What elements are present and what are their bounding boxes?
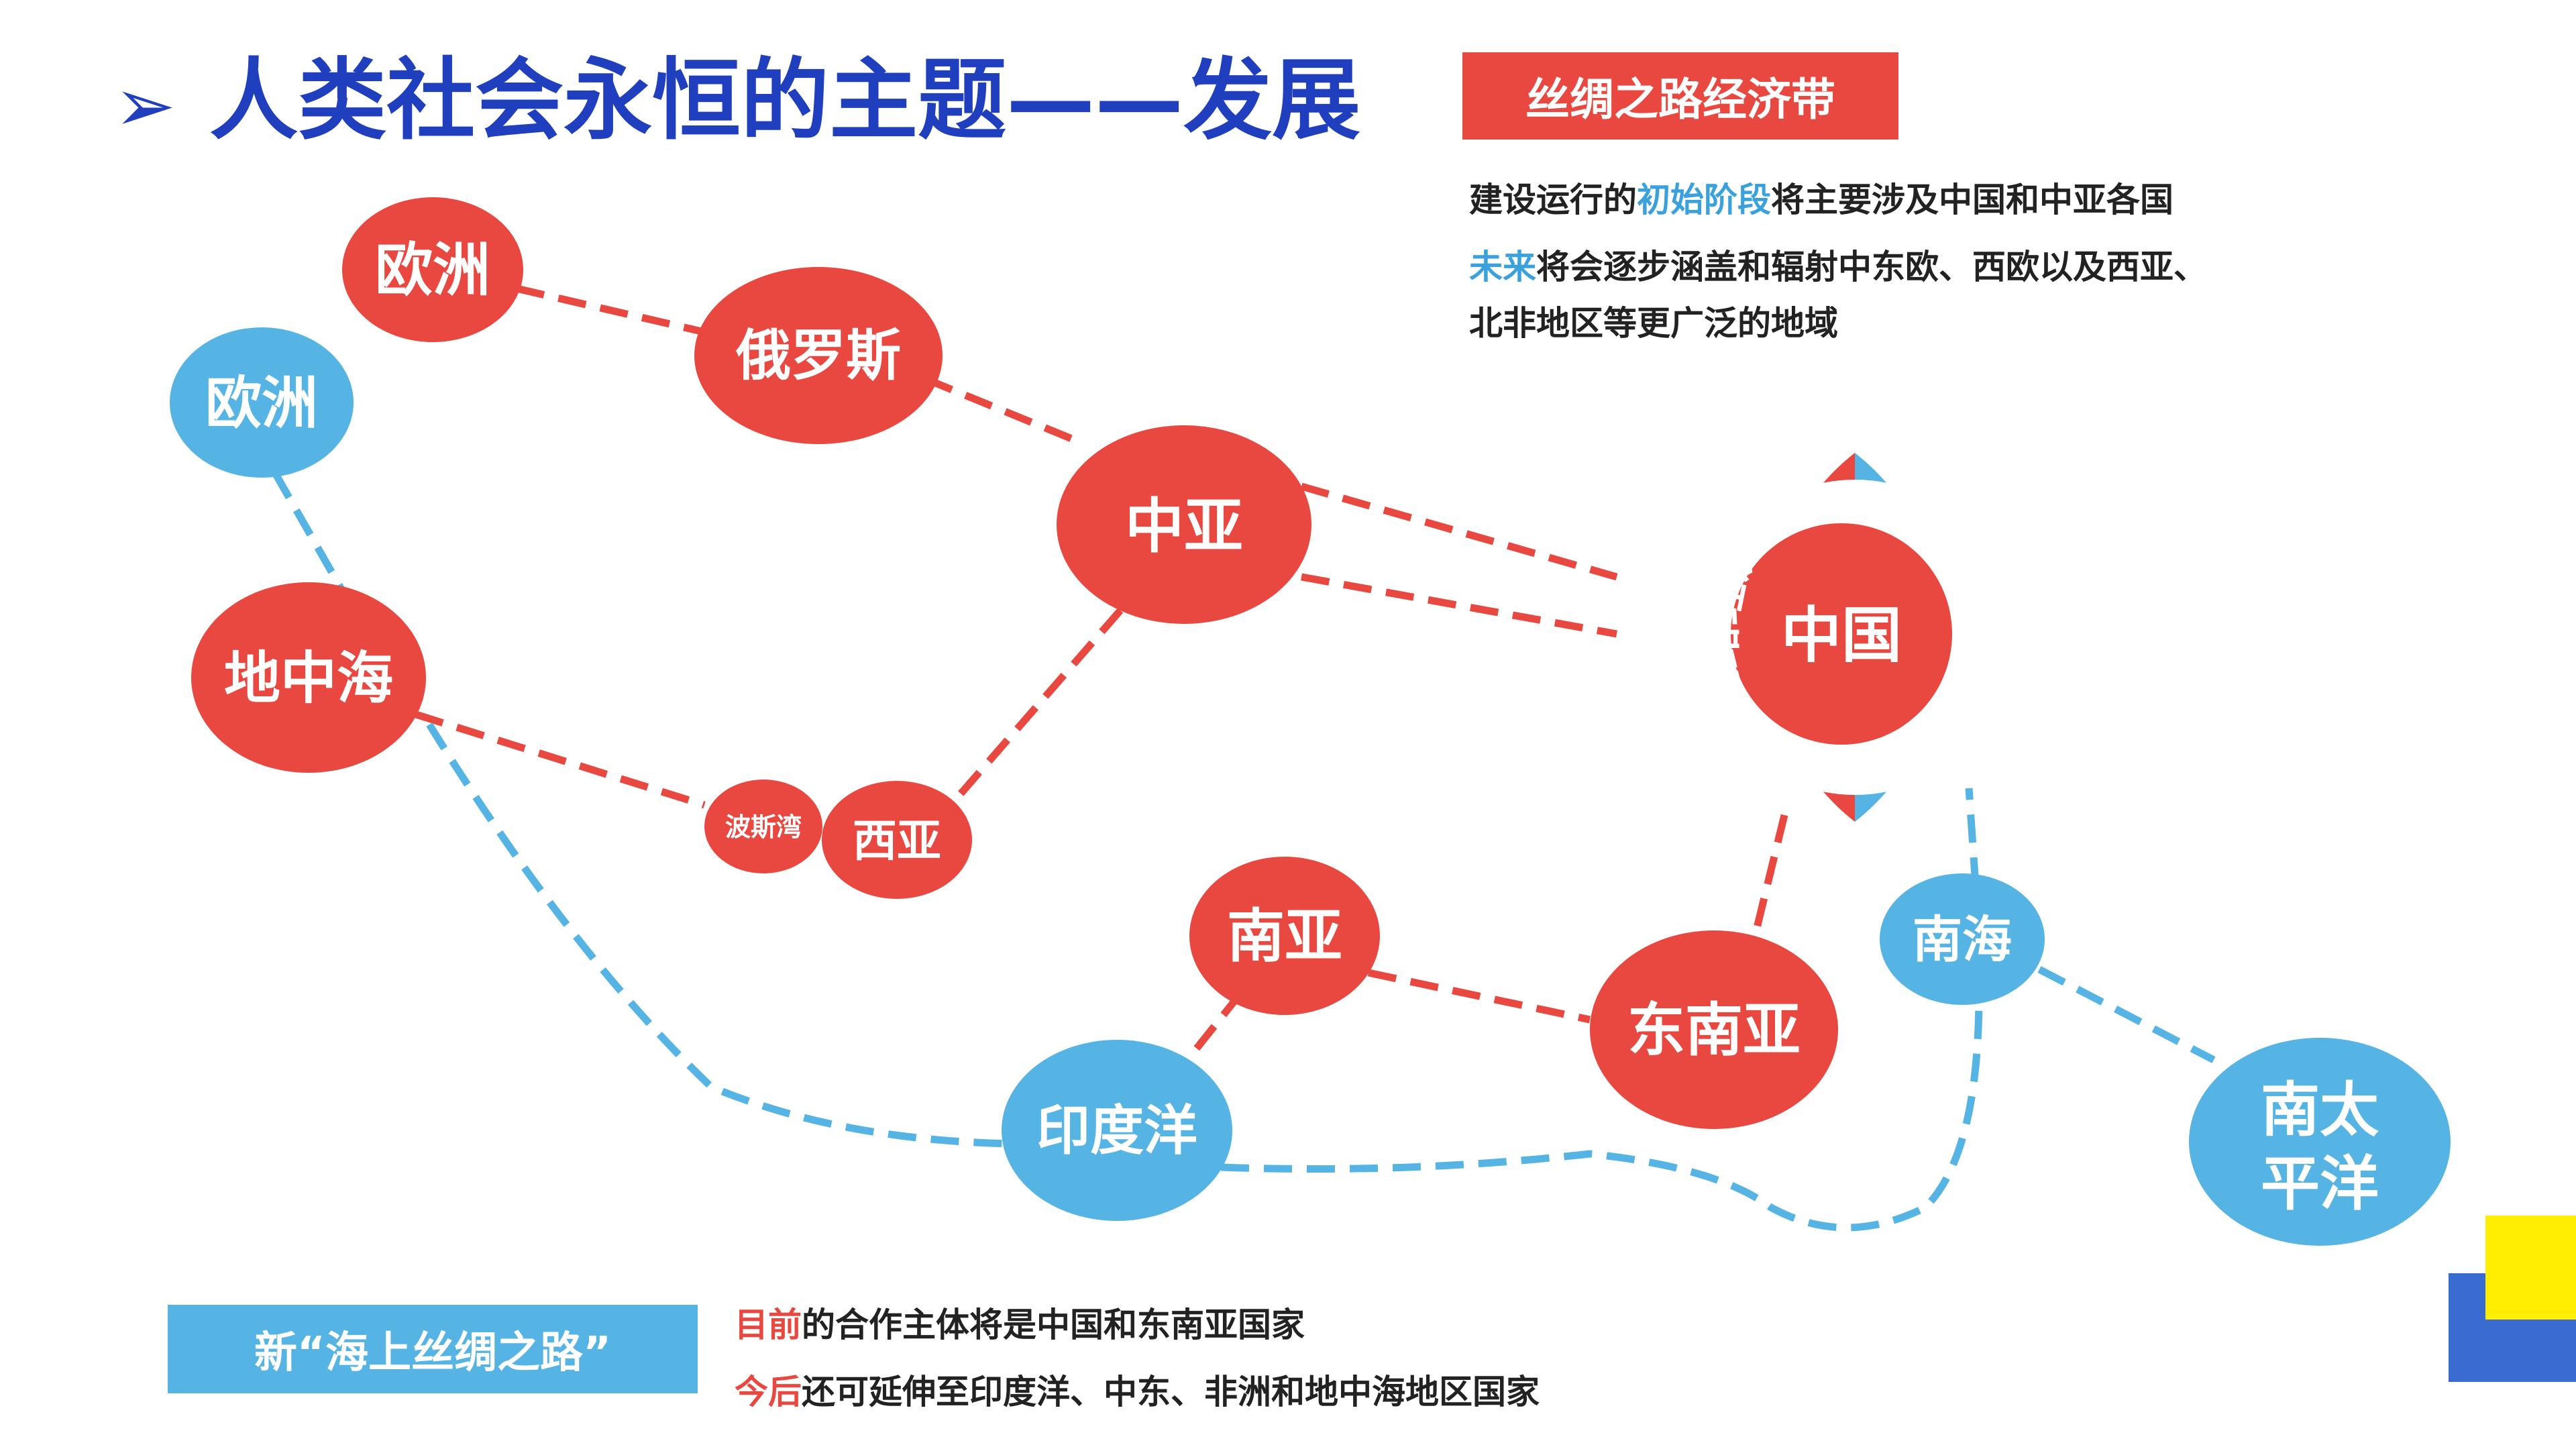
china-core	[1731, 523, 1952, 745]
node-south-pacific-line2: 平洋	[2261, 1149, 2379, 1218]
route-europe-mediterranean	[272, 471, 345, 592]
arrowhead-bullet-icon: ➢	[114, 62, 176, 148]
land-nodes: 欧洲 俄罗斯 中亚 地中海 波斯湾 西亚 南亚 东南亚	[191, 197, 1838, 1129]
note-highlight: 目前	[735, 1305, 802, 1344]
node-russia: 俄罗斯	[735, 324, 901, 388]
route-south-china-sea-china	[1965, 788, 1980, 886]
node-europe-blue: 欧洲	[205, 370, 318, 436]
note-highlight: 初始阶段	[1637, 180, 1771, 219]
route-indian-ocean-south-china-sea	[1220, 992, 1983, 1232]
silk-road-belt-note-1: 建设运行的初始阶段将主要涉及中国和中亚各国	[1469, 173, 2174, 221]
route-central-asia-china-upper	[1300, 482, 1618, 581]
route-south-china-sea-pacific	[2037, 966, 2216, 1063]
node-south-china-sea-circle	[1880, 873, 2045, 1005]
node-central-asia-circle	[1057, 425, 1311, 624]
route-russia-central-asia	[924, 375, 1075, 443]
node-south-china-sea: 南海	[1913, 911, 2012, 969]
sea-nodes: 欧洲 印度洋 南海 南太 平洋	[170, 327, 2451, 1246]
note-text: 将主要涉及中国和中亚各国	[1771, 180, 2174, 219]
route-central-asia-west-asia	[936, 608, 1124, 821]
node-russia-circle	[694, 267, 943, 444]
node-indian-ocean: 印度洋	[1036, 1099, 1197, 1162]
route-china-southeast-asia	[1747, 814, 1788, 954]
page-title: ➢ 人类社会永恒的主题——发展	[114, 47, 1360, 159]
note-highlight: 今后	[735, 1373, 802, 1411]
route-europe-russia	[515, 284, 706, 336]
note-text: 的合作主体将是中国和东南亚国家	[802, 1305, 1305, 1344]
note-highlight: 未来	[1469, 248, 1536, 286]
node-europe-red-circle	[342, 197, 523, 342]
silk-road-belt-note-3: 北非地区等更广泛的地域	[1469, 304, 1838, 343]
maritime-road-note-1: 目前的合作主体将是中国和东南亚国家	[735, 1298, 1305, 1346]
node-southeast-asia: 东南亚	[1627, 997, 1801, 1064]
corner-decoration-yellow	[2485, 1216, 2576, 1320]
node-china: 中国	[1781, 600, 1902, 671]
land-route-lines	[415, 284, 1788, 1063]
silk-road-belt-note-2: 未来将会逐步涵盖和辐射中东欧、西欧以及西亚、	[1469, 240, 2207, 288]
node-central-asia: 中亚	[1125, 492, 1243, 561]
node-south-pacific-circle	[2189, 1038, 2451, 1246]
node-south-asia: 南亚	[1227, 903, 1342, 970]
node-mediterranean-circle	[191, 582, 426, 773]
route-south-asia-indian-ocean	[1184, 990, 1244, 1063]
node-indian-ocean-circle	[1002, 1040, 1232, 1221]
node-west-asia-circle	[822, 781, 972, 899]
route-mediterranean-indian-ocean	[426, 722, 1014, 1148]
node-southeast-asia-circle	[1590, 930, 1838, 1129]
node-south-asia-circle	[1189, 857, 1380, 1015]
maritime-road-tag: 新“海上丝绸之路”	[168, 1305, 698, 1393]
route-south-asia-southeast-asia	[1367, 969, 1591, 1024]
route-central-asia-china-lower	[1301, 573, 1617, 638]
node-europe-red: 欧洲	[375, 237, 490, 304]
note-text: 还可延伸至印度洋、中东、非洲和地中海地区国家	[802, 1373, 1540, 1411]
silk-road-belt-tag: 丝绸之路经济带	[1462, 52, 1898, 140]
maritime-road-note-2: 今后还可延伸至印度洋、中东、非洲和地中海地区国家	[735, 1365, 1540, 1413]
node-south-pacific-line1: 南太	[2261, 1075, 2379, 1144]
node-mediterranean: 地中海	[224, 645, 393, 711]
china-ring: 中国 丝绸之路经济带 21世纪海上丝绸之路	[1697, 453, 2012, 831]
node-persian-gulf: 波斯湾	[725, 812, 802, 842]
page-title-text: 人类社会永恒的主题——发展	[209, 49, 1361, 152]
node-west-asia: 西亚	[853, 815, 941, 867]
sea-route-lines	[272, 471, 2216, 1232]
note-text: 建设运行的	[1469, 180, 1637, 219]
node-persian-gulf-circle	[704, 780, 822, 873]
node-europe-blue-circle	[170, 327, 354, 478]
route-mediterranean-gulf	[415, 710, 706, 809]
note-text: 将会逐步涵盖和辐射中东欧、西欧以及西亚、	[1536, 248, 2207, 286]
